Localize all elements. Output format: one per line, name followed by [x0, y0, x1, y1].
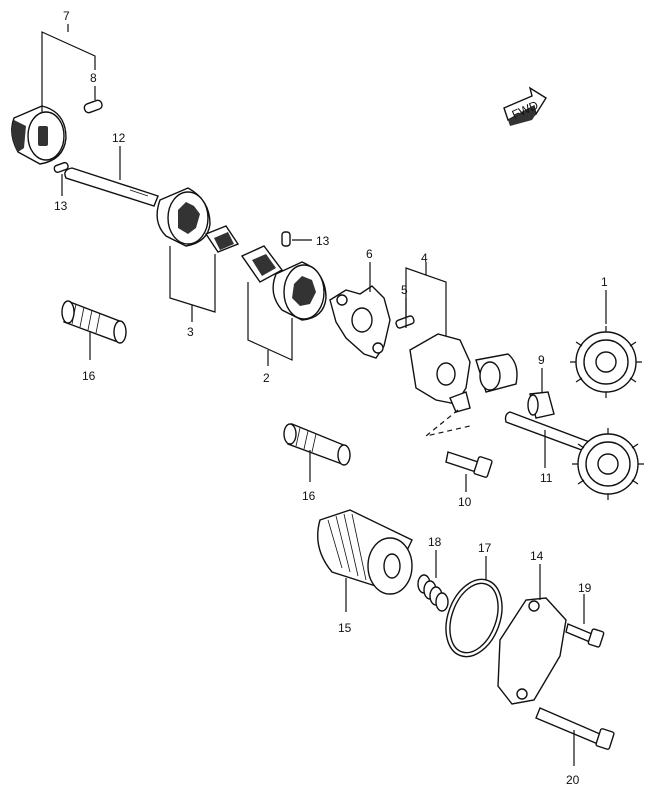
part-13-pin-center: [281, 231, 291, 247]
leader-2: [247, 282, 293, 361]
callout-20: 20: [566, 773, 580, 787]
callout-5: 5: [401, 283, 408, 297]
leader-3: [169, 246, 216, 313]
callout-2: 2: [263, 371, 270, 385]
fwd-arrow-badge: FWD: [503, 86, 547, 126]
callout-9: 9: [538, 353, 545, 367]
callout-8: 8: [90, 71, 97, 85]
callout-12: 12: [112, 131, 126, 145]
part-16-strainer-center: [283, 423, 351, 466]
callout-1: 1: [601, 275, 608, 289]
part-7-pump-cup: [11, 105, 67, 165]
callout-4: 4: [421, 251, 428, 265]
callout-3: 3: [187, 325, 194, 339]
part-15-oil-filter: [317, 509, 413, 595]
part-14-filter-cover: [497, 597, 567, 705]
leader-4: [405, 267, 447, 336]
part-2-rotor-set: [240, 245, 327, 321]
part-3-rotor-set: [156, 187, 240, 253]
callout-15: 15: [338, 621, 352, 635]
callout-10: 10: [458, 495, 472, 509]
part-1-drive-gear: [570, 326, 642, 398]
part-20-long-bolt: [535, 707, 615, 750]
part-5-pin: [395, 315, 415, 329]
part-4-pump-body: [409, 333, 518, 413]
callout-13-center: 13: [316, 234, 330, 248]
callout-13-left: 13: [54, 199, 68, 213]
callout-6: 6: [366, 247, 373, 261]
callout-17: 17: [478, 541, 492, 555]
leader-4-dash: [425, 409, 471, 437]
part-11-driven-gear: [572, 428, 644, 500]
callout-16-center: 16: [302, 489, 316, 503]
callout-16-left: 16: [82, 369, 96, 383]
callout-11: 11: [540, 471, 553, 485]
callout-14: 14: [530, 549, 544, 563]
part-16-strainer-left: [61, 300, 127, 344]
part-17-o-ring: [445, 578, 503, 658]
part-18-spring: [417, 574, 449, 612]
part-13-pin-left: [53, 161, 69, 174]
part-19-bolt: [565, 623, 605, 648]
callout-7: 7: [63, 9, 70, 23]
part-6-pump-cover-plate: [329, 285, 391, 359]
part-8-dowel-pin: [83, 99, 103, 114]
part-9-bushing: [527, 391, 555, 419]
callout-18: 18: [428, 535, 442, 549]
part-12-pump-shaft: [64, 167, 159, 207]
part-10-bolt: [445, 451, 493, 478]
callout-19: 19: [578, 581, 592, 595]
leader-7: [41, 31, 96, 112]
